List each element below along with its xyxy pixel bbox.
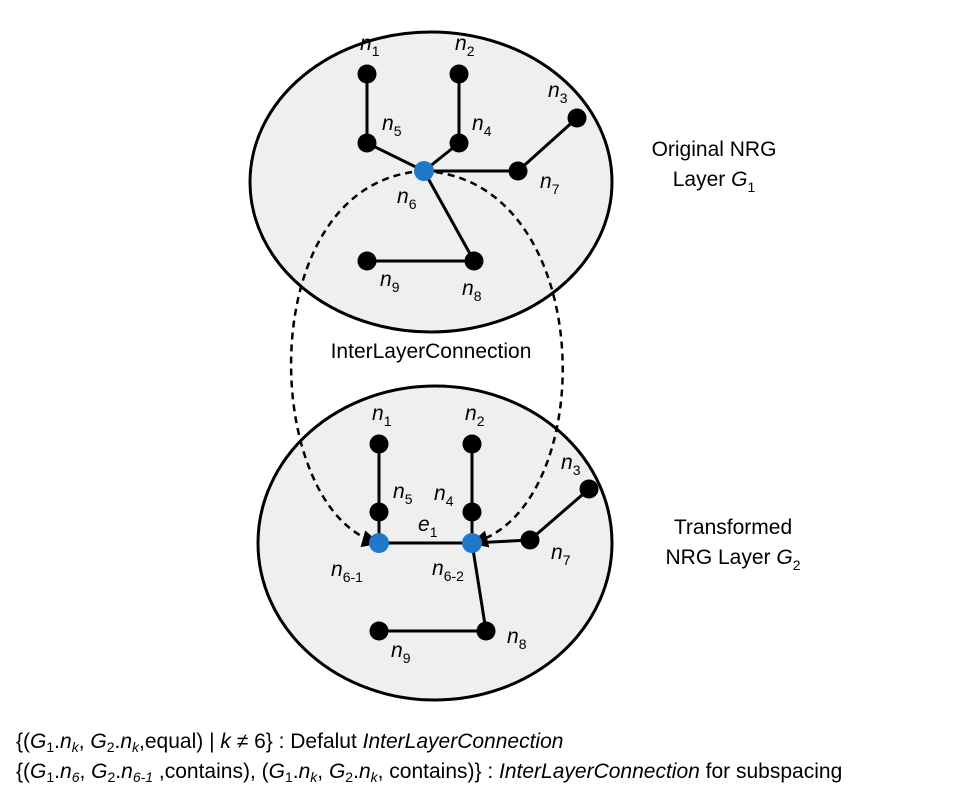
original-node-n7 <box>508 161 528 181</box>
transformed-node-n6-2 <box>462 533 482 553</box>
transformed-node-n5 <box>369 502 389 522</box>
original-node-n4 <box>449 133 469 153</box>
original-layer-title-line2: Layer G1 <box>673 168 756 195</box>
original-node-n8 <box>464 251 484 271</box>
transformed-layer-title-line1: Transformed <box>674 516 792 539</box>
transformed-node-n9 <box>369 621 389 641</box>
original-node-n5 <box>357 133 377 153</box>
connection-label: InterLayerConnection <box>331 340 532 363</box>
transformed-node-n2 <box>462 434 482 454</box>
caption-subspacing-connection: {(G1.n6, G2.n6-1 ,contains), (G1.nk, G2.… <box>16 760 843 785</box>
transformed-layer-nodes <box>369 434 599 641</box>
transformed-label-n2: n2 <box>465 402 485 429</box>
transformed-node-n6-1 <box>369 533 389 553</box>
original-label-n6: n6 <box>397 185 417 212</box>
inter-layer-connection-left <box>289 169 425 548</box>
transformed-label-n5: n5 <box>393 480 413 507</box>
original-node-n1 <box>357 64 377 84</box>
transformed-node-n1 <box>369 434 389 454</box>
transformed-label-n6-2: n6-2 <box>432 557 464 584</box>
transformed-label-n4: n4 <box>434 482 454 509</box>
transformed-node-n4 <box>462 502 482 522</box>
original-edge-n5-n6 <box>366 141 425 173</box>
original-layer-nodes <box>357 64 587 271</box>
transformed-layer-node-labels: n1 n2 n3 n4 n5 n6-1 n6-2 n7 n8 n9 <box>331 402 581 666</box>
transformed-label-n3: n3 <box>561 451 581 478</box>
original-node-n3 <box>567 108 587 128</box>
transformed-label-n6-1: n6-1 <box>331 558 363 585</box>
transformed-edge-n3-n7 <box>529 487 590 542</box>
original-node-n2 <box>449 64 469 84</box>
original-label-n2: n2 <box>455 32 475 59</box>
transformed-node-n3 <box>579 479 599 499</box>
original-label-n5: n5 <box>382 112 402 139</box>
original-layer-node-labels: n1 n2 n3 n4 n5 n6 n7 n8 n9 <box>360 32 568 304</box>
transformed-layer-title-line2: NRG Layer G2 <box>665 546 800 573</box>
original-layer-title-line1: Original NRG <box>652 138 777 161</box>
original-label-n1: n1 <box>360 32 380 59</box>
edge-label-e1: e1 <box>418 513 438 540</box>
transformed-node-n8 <box>476 621 496 641</box>
original-edge-n7-n3 <box>516 116 579 173</box>
caption-default-connection: {(G1.nk, G2.nk,equal) | k ≠ 6} : Defalut… <box>16 730 564 755</box>
original-label-n4: n4 <box>472 112 492 139</box>
connection-label-background <box>312 336 550 364</box>
original-label-n7: n7 <box>540 170 560 197</box>
transformed-label-n1: n1 <box>372 402 392 429</box>
original-node-n6 <box>414 161 434 181</box>
original-node-n9 <box>357 251 377 271</box>
inter-layer-connection-right <box>423 169 564 548</box>
original-label-n8: n8 <box>462 277 482 304</box>
original-label-n3: n3 <box>548 79 568 106</box>
original-label-n9: n9 <box>380 268 400 295</box>
transformed-label-n8: n8 <box>507 625 527 652</box>
transformed-node-n7 <box>520 530 540 550</box>
transformed-edge-n6-2-n8 <box>470 542 488 632</box>
original-edge-n6-n8 <box>422 170 476 262</box>
transformed-label-n9: n9 <box>391 639 411 666</box>
transformed-label-n7: n7 <box>551 541 571 568</box>
